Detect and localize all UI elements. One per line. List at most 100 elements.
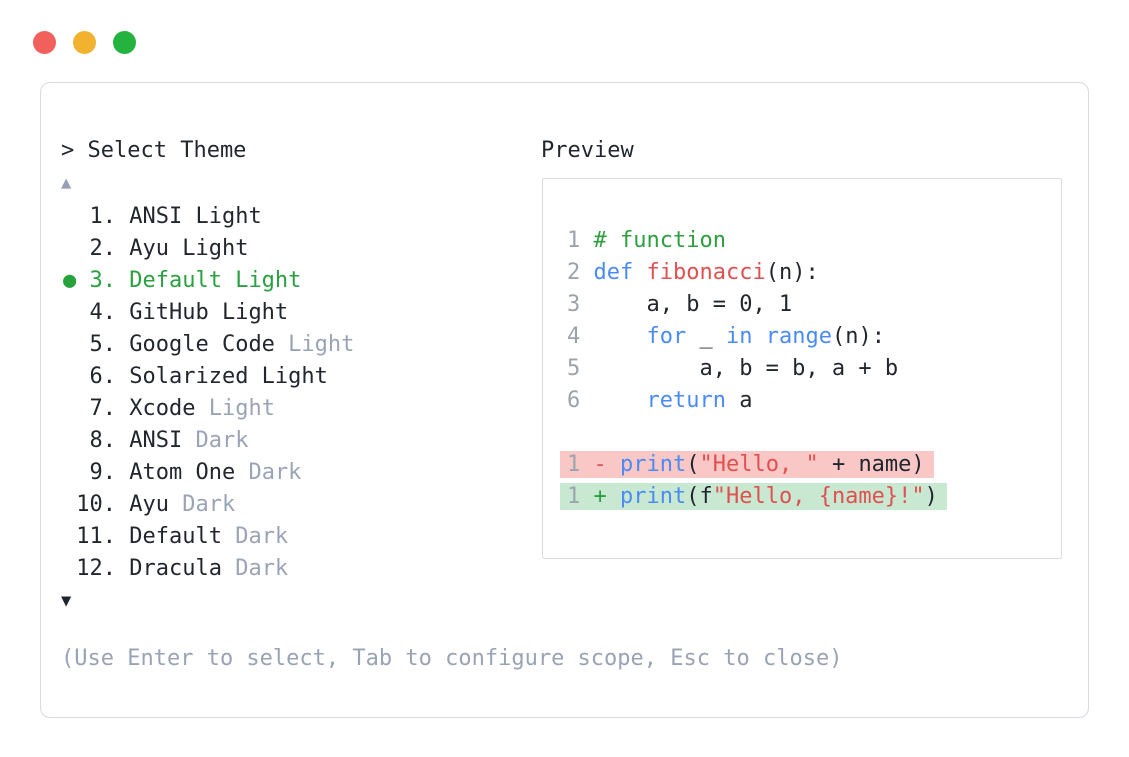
theme-name: Xcode <box>129 396 196 421</box>
theme-name: Default <box>129 524 222 549</box>
code-token: "Hello, {name}!" <box>712 484 925 509</box>
theme-name: ANSI Light <box>129 204 262 229</box>
code-token <box>752 324 765 349</box>
theme-list-item[interactable]: 9. Atom One Dark <box>63 457 354 489</box>
preview-title: Preview <box>541 138 634 163</box>
theme-variant-muted: Dark <box>235 460 302 485</box>
theme-name: GitHub Light <box>129 300 289 325</box>
scroll-down-icon[interactable]: ▼ <box>61 591 72 611</box>
theme-list-item[interactable]: 1. ANSI Light <box>63 201 354 233</box>
code-token <box>594 388 647 413</box>
theme-number: 5. <box>76 332 130 357</box>
theme-name: Atom One <box>129 460 236 485</box>
code-token: ( <box>686 452 700 477</box>
code-token: + name) <box>818 452 925 477</box>
code-token: a, b = b, a + b <box>593 356 899 381</box>
bullet-placeholder <box>63 396 76 421</box>
bullet-placeholder <box>63 236 76 261</box>
code-token: in <box>725 324 753 349</box>
line-number: 1 <box>567 484 581 509</box>
theme-number: 2. <box>76 236 130 261</box>
code-token: print <box>620 484 687 509</box>
bullet-placeholder <box>63 556 76 581</box>
theme-number: 3. <box>76 268 130 293</box>
selected-dot-icon: ● <box>63 268 77 293</box>
code-token: for <box>646 324 687 349</box>
theme-picker-panel: > Select Theme Preview ▲ 1. ANSI Light 2… <box>40 82 1089 718</box>
theme-list-item[interactable]: 6. Solarized Light <box>63 361 354 393</box>
theme-name: Dracula <box>129 556 222 581</box>
theme-name: ANSI <box>129 428 183 453</box>
diff-line-removed: 1 - print("Hello, " + name) <box>560 449 1061 481</box>
code-token: # function <box>593 228 726 253</box>
scroll-up-icon[interactable]: ▲ <box>61 173 72 193</box>
code-token <box>607 452 620 477</box>
code-token <box>633 260 646 285</box>
theme-list-item[interactable]: 11. Default Dark <box>63 521 354 553</box>
bullet-placeholder <box>63 364 76 389</box>
theme-name: Default Light <box>129 268 302 293</box>
code-line: 4 for _ in range(n): <box>567 321 1061 353</box>
code-token: def <box>593 260 634 285</box>
blank-line <box>567 417 1061 449</box>
code-token: fibonacci <box>646 260 766 285</box>
theme-number: 9. <box>76 460 130 485</box>
code-token: (n): <box>765 260 819 285</box>
theme-variant-muted: Dark <box>182 428 249 453</box>
preview-box: 1 # function 2 def fibonacci(n):3 a, b = … <box>542 178 1062 559</box>
theme-list-item[interactable]: 7. Xcode Light <box>63 393 354 425</box>
bullet-placeholder <box>63 332 76 357</box>
bullet-placeholder <box>63 428 76 453</box>
bullet-placeholder <box>63 524 76 549</box>
line-number: 6 <box>567 388 594 413</box>
theme-number: 1. <box>76 204 130 229</box>
theme-list-item[interactable]: 2. Ayu Light <box>63 233 354 265</box>
theme-number: 11. <box>76 524 130 549</box>
code-token <box>594 324 647 349</box>
close-button[interactable] <box>33 31 56 54</box>
theme-list-item[interactable]: 10. Ayu Dark <box>63 489 354 521</box>
code-token <box>580 452 593 477</box>
bullet-placeholder <box>63 492 76 517</box>
bullet-placeholder <box>63 460 76 485</box>
theme-number: 8. <box>76 428 130 453</box>
minimize-button[interactable] <box>73 31 96 54</box>
code-token: print <box>620 452 687 477</box>
theme-variant-muted: Light <box>195 396 275 421</box>
theme-variant-muted: Dark <box>221 556 289 581</box>
theme-variant-muted: Light <box>274 332 355 357</box>
theme-name: Solarized Light <box>129 364 328 389</box>
code-token: - <box>593 452 607 477</box>
code-token: a <box>725 388 753 413</box>
theme-name: Ayu Light <box>129 236 249 261</box>
theme-variant-muted: Dark <box>221 524 289 549</box>
code-token <box>580 484 593 509</box>
window-controls <box>33 31 136 54</box>
bullet-placeholder <box>63 300 76 325</box>
theme-name: Google Code <box>129 332 275 357</box>
code-token: (n): <box>831 324 885 349</box>
code-token: ) <box>924 484 938 509</box>
code-line: 2 def fibonacci(n): <box>567 257 1061 289</box>
diff-highlight-removed: 1 - print("Hello, " + name) <box>560 451 934 478</box>
code-token: a, b = 0, 1 <box>593 292 793 317</box>
theme-number: 6. <box>76 364 130 389</box>
theme-number: 7. <box>76 396 130 421</box>
theme-list-item[interactable]: 5. Google Code Light <box>63 329 354 361</box>
theme-list-item[interactable]: ● 3. Default Light <box>63 265 354 297</box>
line-number: 5 <box>567 356 594 381</box>
line-number: 1 <box>567 452 581 477</box>
line-number: 1 <box>567 228 594 253</box>
code-token: range <box>765 324 832 349</box>
code-line: 3 a, b = 0, 1 <box>567 289 1061 321</box>
code-line: 6 return a <box>567 385 1061 417</box>
theme-list-item[interactable]: 8. ANSI Dark <box>63 425 354 457</box>
maximize-button[interactable] <box>113 31 136 54</box>
code-token: _ <box>686 324 726 349</box>
theme-number: 12. <box>76 556 130 581</box>
theme-list-item[interactable]: 4. GitHub Light <box>63 297 354 329</box>
theme-number: 10. <box>76 492 130 517</box>
code-token: + <box>593 484 607 509</box>
theme-list-item[interactable]: 12. Dracula Dark <box>63 553 354 585</box>
theme-number: 4. <box>76 300 130 325</box>
